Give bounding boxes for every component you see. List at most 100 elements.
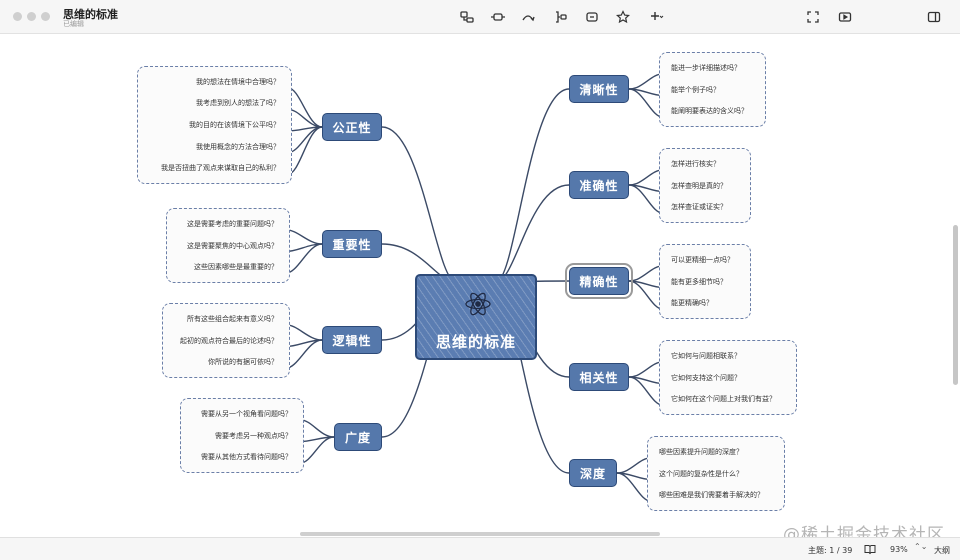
topic-left-2[interactable]: 逻辑性 <box>322 326 382 354</box>
summary-button[interactable] <box>550 7 570 27</box>
subtopic-group <box>166 208 290 283</box>
insert-button[interactable] <box>645 7 669 27</box>
subtopic-item[interactable]: 需要从其他方式看待问题吗？ <box>201 453 292 462</box>
topic-right-0[interactable]: 清晰性 <box>569 75 629 103</box>
connector-line <box>616 457 652 474</box>
subtopic-icon <box>460 11 474 23</box>
subtopic-item[interactable]: 能阐明要表达的含义吗？ <box>671 107 748 116</box>
subtopic-item[interactable]: 能进一步详细描述吗？ <box>671 63 741 72</box>
connector-line <box>628 88 664 118</box>
subtopic-group <box>180 398 304 473</box>
focus-button[interactable] <box>803 7 823 27</box>
connector-line <box>616 472 652 502</box>
sidebar-icon <box>927 11 941 23</box>
subtopic-item[interactable]: 怎样查明是真的？ <box>671 181 727 190</box>
topic-right-1[interactable]: 准确性 <box>569 171 629 199</box>
subtopic-item[interactable]: 它如何在这个问题上对我们有益？ <box>671 395 776 404</box>
zoom-level[interactable]: 93% <box>890 545 908 554</box>
book-icon[interactable] <box>864 543 876 555</box>
connector-line <box>628 265 664 282</box>
connector-line <box>299 419 335 438</box>
connector-line <box>628 169 664 186</box>
horizontal-scrollbar[interactable] <box>300 532 660 536</box>
subtopic-group <box>162 303 290 378</box>
subtopic-item[interactable]: 能有更多细节吗？ <box>671 277 727 286</box>
subtopic-group <box>659 340 797 415</box>
pitch-button[interactable] <box>835 7 855 27</box>
central-hatch <box>417 276 535 358</box>
subtopic-group <box>659 148 751 223</box>
subtopic-item[interactable]: 我考虑到别人的想法了吗？ <box>196 99 280 108</box>
subtopic-item[interactable]: 我使用概念的方法合理吗？ <box>196 142 280 151</box>
subtopic-item[interactable]: 它如何支持这个问题？ <box>671 373 741 382</box>
summary-icon <box>556 11 567 23</box>
subtopic-item[interactable]: 可以更精细一点吗？ <box>671 255 734 264</box>
topic-left-1[interactable]: 重要性 <box>322 230 382 258</box>
subtopic-group <box>137 66 292 184</box>
connector-line <box>285 339 323 369</box>
connector-line <box>287 87 323 128</box>
subtopic-group <box>659 244 751 319</box>
zoom-window-button[interactable] <box>41 12 50 21</box>
vertical-scrollbar[interactable] <box>953 225 958 385</box>
marker-button[interactable] <box>613 7 633 27</box>
connector-line <box>628 280 664 310</box>
topic-left-3[interactable]: 广度 <box>334 423 382 451</box>
central-topic-title: 思维的标准 <box>435 333 516 351</box>
subtopic-item[interactable]: 哪些因素提升问题的深度？ <box>659 447 743 456</box>
subtopic-item[interactable]: 我的想法在情境中合理吗？ <box>196 77 280 86</box>
sidebar-toggle-button[interactable] <box>924 7 944 27</box>
fullscreen-icon <box>807 11 819 23</box>
subtopic-item[interactable]: 哪些困难是我们需要着手解决的？ <box>659 491 764 500</box>
close-window-button[interactable] <box>13 12 22 21</box>
connector-line <box>285 229 323 245</box>
relationship-button[interactable] <box>518 7 538 27</box>
subtopic-item[interactable]: 你所说的有据可依吗？ <box>208 358 278 367</box>
subtopic-item[interactable]: 需要从另一个视角看问题吗？ <box>201 409 292 418</box>
subtopic-item[interactable]: 我的目的在该情境下公平吗？ <box>189 121 280 129</box>
subtopic-item[interactable]: 这是需要聚焦的中心观点吗？ <box>187 241 278 250</box>
boundary-icon <box>586 12 598 22</box>
connector-line <box>495 88 570 283</box>
relationship-icon <box>522 15 535 22</box>
connector-line <box>495 184 570 283</box>
minimize-window-button[interactable] <box>27 12 36 21</box>
subtopic-item[interactable]: 需要考虑另一种观点吗？ <box>215 431 292 440</box>
subtopic-item[interactable]: 这是需要考虑的重要问题吗？ <box>187 219 278 228</box>
connector-line <box>628 73 664 90</box>
subtopic-item[interactable]: 能更精确吗？ <box>671 299 713 308</box>
subtopic-item[interactable]: 怎样查证或证实？ <box>671 203 727 212</box>
subtopic-button[interactable] <box>457 7 477 27</box>
topic-right-3[interactable]: 相关性 <box>569 363 629 391</box>
subtopic-item[interactable]: 我是否扭曲了观点来谋取自己的私利？ <box>161 164 280 173</box>
play-icon <box>838 12 852 22</box>
document-title: 思维的标准 <box>63 8 118 21</box>
subtopic-item[interactable]: 起初的观点符合最后的论述吗？ <box>180 336 278 345</box>
connector-line <box>628 376 664 406</box>
boundary-button[interactable] <box>582 7 602 27</box>
central-topic[interactable]: 思维的标准 <box>415 274 537 360</box>
topic-button[interactable] <box>488 7 508 27</box>
connector-line <box>381 126 457 283</box>
connector-line <box>285 324 323 341</box>
connector-line <box>628 361 664 378</box>
subtopic-item[interactable]: 怎样进行核实？ <box>671 159 720 168</box>
document-status: 已编辑 <box>63 20 84 28</box>
topic-right-2[interactable]: 精确性 <box>565 263 633 299</box>
subtopic-item[interactable]: 能举个例子吗？ <box>671 85 720 94</box>
subtopic-item[interactable]: 它如何与问题相联系？ <box>671 351 741 360</box>
topic-counter: 主题: 1 / 39 <box>808 546 853 555</box>
topic-left-0[interactable]: 公正性 <box>322 113 382 141</box>
subtopic-item[interactable]: 所有这些组合起来有意义吗？ <box>187 314 278 323</box>
subtopic-item[interactable]: 这些因素哪些是最重要的？ <box>194 263 278 272</box>
subtopic-group <box>659 52 766 127</box>
outline-button[interactable]: 大纲 <box>934 546 950 555</box>
zoom-stepper-icon[interactable]: ⌃⌄ <box>914 542 928 551</box>
topic-icon <box>491 13 505 21</box>
status-bar: 主题: 1 / 39 93% ⌃⌄ 大纲 <box>0 537 960 560</box>
title-bar: 思维的标准 已编辑 <box>0 0 960 34</box>
mind-map-canvas[interactable]: 思维的标准 公正性 我的想法在情境中合理吗？ 我考虑到别人的想法了吗？ 我的目的在该情… <box>0 35 960 535</box>
subtopic-item[interactable]: 这个问题的复杂性是什么？ <box>659 469 743 478</box>
topic-right-4[interactable]: 深度 <box>569 459 617 487</box>
